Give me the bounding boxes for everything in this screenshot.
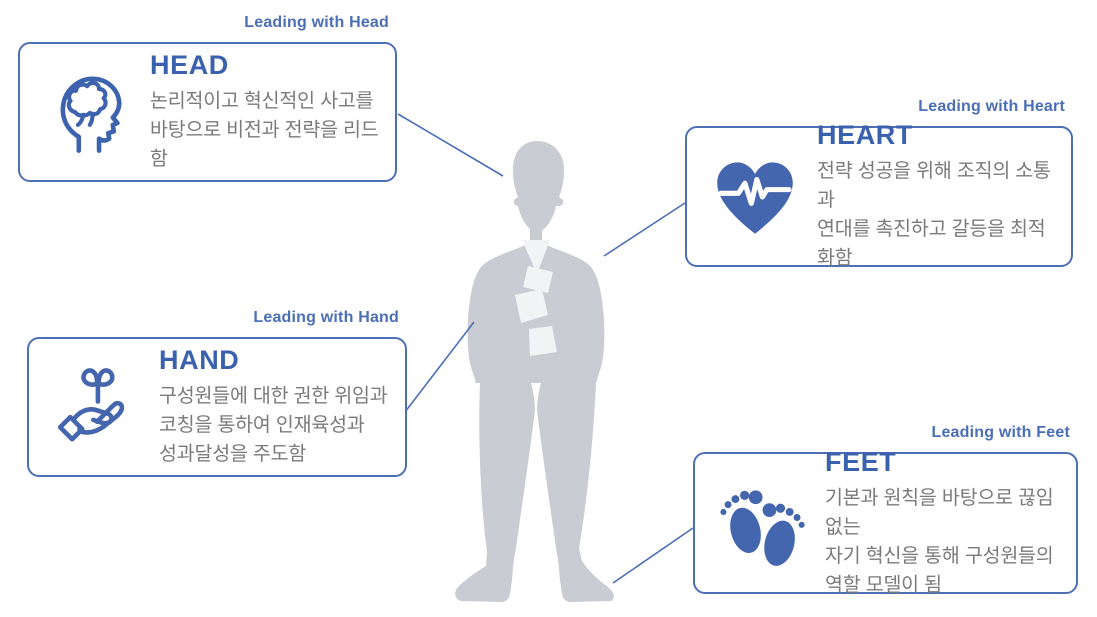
card-feet-description: 기본과 원칙을 바탕으로 끊임없는 자기 혁신을 통해 구성원들의 역할 모델이…: [825, 486, 1054, 596]
group-heart: Leading with Heart HEART 전략 성공을 위해 조직의 소…: [685, 97, 1073, 269]
card-heart: HEART 전략 성공을 위해 조직의 소통과 연대를 촉진하고 갈등을 최적화…: [685, 120, 1073, 269]
card-head-description: 논리적이고 혁신적인 사고를 바탕으로 비전과 전략을 리드함: [150, 90, 379, 170]
card-feet: FEET 기본과 원칙을 바탕으로 끊임없는 자기 혁신을 통해 구성원들의 역…: [693, 447, 1078, 596]
card-hand: HAND 구성원들에 대한 권한 위임과 코칭을 통하여 인재육성과 성과달성을…: [27, 337, 407, 477]
connector-hand: [404, 321, 475, 413]
tag-leading-with-heart: Leading with Heart: [918, 98, 1065, 115]
card-head: HEAD 논리적이고 혁신적인 사고를 바탕으로 비전과 전략을 리드함: [18, 42, 397, 182]
connector-heart: [603, 202, 686, 257]
card-heart-description: 전략 성공을 위해 조직의 소통과 연대를 촉진하고 갈등을 최적화함: [817, 160, 1051, 269]
hand-sprout-icon: [51, 361, 143, 453]
group-hand: Leading with Hand HAND 구성원들에 대한 권한 위임과 코…: [27, 308, 407, 477]
silhouette-right-leg: [537, 383, 614, 602]
card-feet-title: FEET: [825, 446, 897, 477]
tag-leading-with-feet: Leading with Feet: [931, 424, 1070, 441]
tag-leading-with-hand: Leading with Hand: [253, 309, 399, 326]
group-feet: Leading with Feet: [693, 423, 1078, 596]
connector-head: [397, 113, 504, 177]
footprints-icon: [717, 477, 809, 569]
tag-leading-with-head: Leading with Head: [244, 14, 389, 31]
silhouette-shirt: [515, 240, 557, 356]
group-head: Leading with Head HEAD 논리적이고 혁신적인 사고를 바탕…: [18, 13, 397, 182]
card-heart-title: HEART: [817, 120, 913, 150]
heart-pulse-icon: [709, 151, 801, 243]
card-head-title: HEAD: [150, 50, 229, 80]
connector-feet: [612, 527, 694, 584]
card-hand-description: 구성원들에 대한 권한 위임과 코칭을 통하여 인재육성과 성과달성을 주도함: [159, 385, 388, 465]
silhouette-head: [513, 141, 564, 233]
head-brain-icon: [42, 66, 134, 158]
silhouette-left-leg: [455, 383, 535, 602]
card-hand-title: HAND: [159, 345, 240, 375]
